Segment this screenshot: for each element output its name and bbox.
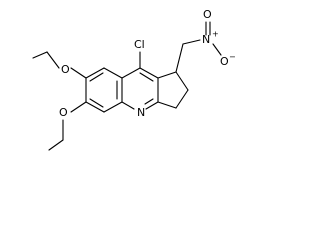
bond-c5a-c6 <box>85 67 105 79</box>
bond-n-c8 <box>121 101 135 110</box>
bond-double-inner-3 <box>89 98 104 108</box>
bond-c9a-n <box>145 101 159 110</box>
bond-c7b-o <box>70 101 87 113</box>
bond-double-inner-1 <box>89 72 104 82</box>
bond-c7-c4 <box>121 67 141 79</box>
chemical-structure-diagram: Cl N N + O O − O O <box>32 8 236 151</box>
bond-c4-c3a <box>139 67 159 79</box>
bond-c3-ch2 <box>175 43 184 73</box>
bond-c2-c1 <box>175 89 189 109</box>
bond-c8-c9 <box>103 101 123 113</box>
bond-c6-c7 <box>103 67 123 79</box>
atom-label-ring-nitrogen: N <box>137 106 145 119</box>
bond-c1-c9a <box>157 101 177 109</box>
bond-double-inner-4 <box>139 72 154 82</box>
bond-double-inner-5 <box>144 98 154 105</box>
bond-n-o-right <box>212 43 222 56</box>
bonds <box>32 21 222 151</box>
atom-label-nitro-oxygen-top: O <box>203 8 212 21</box>
atom-label-nitro-oxygen-right: O <box>220 55 229 68</box>
bond-ch2-ch3-lower <box>48 139 64 151</box>
bond-c3-c2 <box>175 71 189 91</box>
bond-c6-o <box>70 67 87 79</box>
atom-label-chlorine: Cl <box>134 38 145 51</box>
bond-c3a-c3 <box>157 71 177 79</box>
atom-label-nitro-nitrogen: N <box>202 33 210 46</box>
bond-o-ch2-upper <box>46 51 60 69</box>
nitro-oxygen-charge: − <box>229 53 236 62</box>
bond-ch2-n <box>182 39 201 45</box>
nitro-nitrogen-charge: + <box>212 30 219 39</box>
atom-labels: Cl N N + O O − O O <box>59 8 236 119</box>
bond-ch2-ch3-upper <box>32 51 48 59</box>
atom-label-ethoxy-oxygen-upper: O <box>61 63 70 76</box>
bond-c9-c10 <box>85 101 105 113</box>
atom-label-ethoxy-oxygen-lower: O <box>59 106 68 119</box>
